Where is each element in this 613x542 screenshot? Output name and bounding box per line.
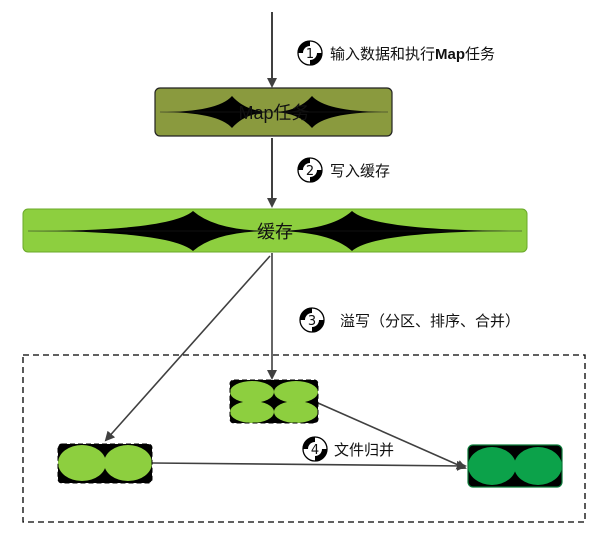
map-task-box: Map任务	[154, 87, 393, 137]
merge-arrow-from-file-1	[151, 460, 467, 471]
spill-file-2	[229, 379, 319, 424]
local-disk-region	[22, 354, 586, 523]
spill-arrow-to-file-1	[104, 255, 271, 442]
step-2-badge: 2	[297, 157, 323, 183]
step-3-label: 溢写（分区、排序、合并）	[340, 312, 520, 330]
merged-file	[467, 444, 563, 488]
step-3-annotation: 3 溢写（分区、排序、合并）	[299, 307, 520, 333]
step-4-annotation: 4 文件归并	[302, 436, 394, 462]
merge-arrow-from-file-2	[317, 402, 467, 470]
map-task-label: Map任务	[238, 103, 309, 123]
buffer-label: 缓存	[257, 222, 293, 242]
step-4-label: 文件归并	[334, 441, 394, 459]
step-2-label: 写入缓存	[330, 162, 390, 180]
svg-text:2: 2	[306, 164, 314, 179]
svg-text:3: 3	[308, 314, 316, 329]
buffer-box: 缓存	[22, 208, 528, 253]
step-2-annotation: 2 写入缓存	[297, 157, 390, 183]
step-3-badge: 3	[299, 307, 325, 333]
step-4-badge: 4	[302, 436, 328, 462]
spill-file-1	[57, 443, 153, 484]
step-1-badge: 1	[297, 40, 323, 66]
step-1-label: 输入数据和执行Map任务	[330, 45, 495, 63]
step-1-annotation: 1 输入数据和执行Map任务	[297, 40, 495, 66]
svg-text:4: 4	[311, 443, 319, 458]
svg-text:1: 1	[306, 47, 314, 62]
